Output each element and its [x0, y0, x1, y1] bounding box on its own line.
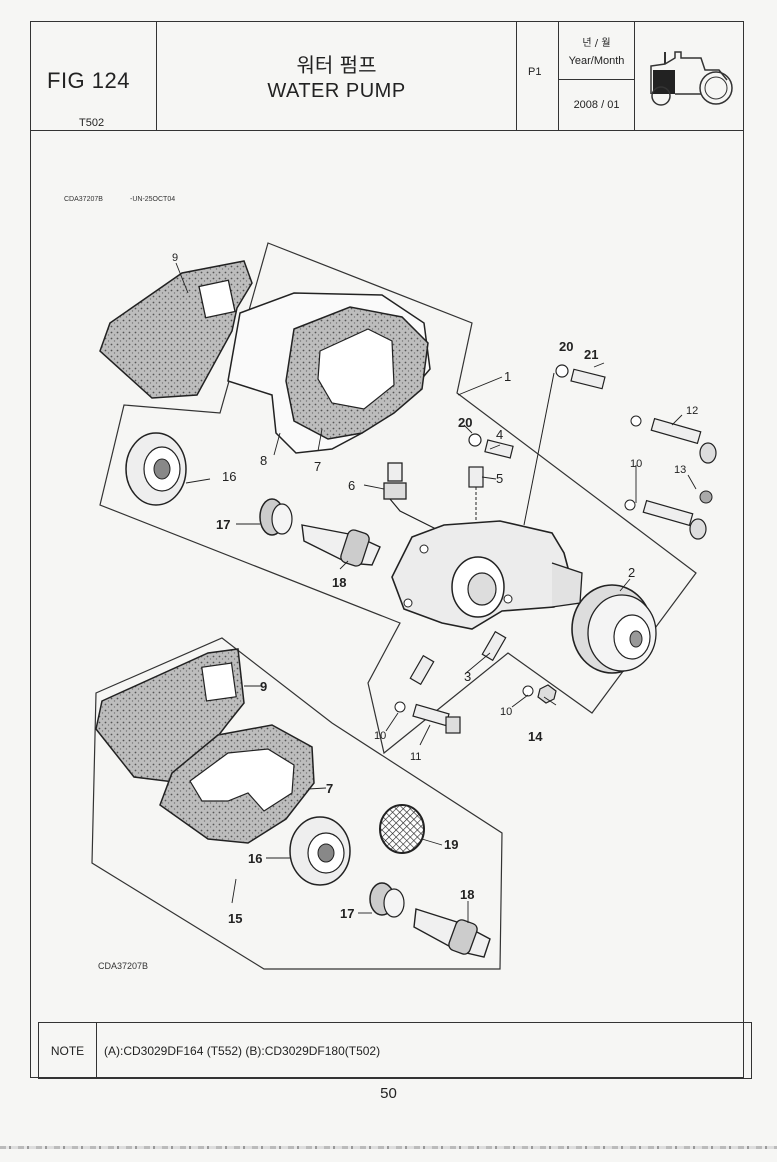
page-code: P1 [528, 66, 542, 78]
diagram-code-bottom: CDA37207B [98, 961, 148, 971]
shaft-18-lower [413, 908, 491, 958]
callout-17-lower: 17 [340, 906, 354, 921]
bolt-21 [523, 364, 606, 526]
callout-15: 15 [228, 911, 242, 926]
assembly-outline-upper [99, 242, 697, 755]
impeller-16-lower [289, 816, 351, 886]
callout-18-lower: 18 [460, 887, 474, 902]
callout-16-lower: 16 [248, 851, 262, 866]
bolt-4 [468, 433, 514, 459]
title-cell: 워터 펌프 WATER PUMP [157, 22, 517, 130]
callout-18-upper: 18 [332, 575, 346, 590]
plug-5 [468, 466, 484, 531]
bolt-12 [630, 415, 717, 464]
figure-number: FIG 124 [47, 68, 130, 93]
impeller-16-upper [125, 432, 187, 506]
exploded-parts-diagram: CDA37207B -UN-25OCT04 [64, 196, 717, 971]
tractor-icon [650, 51, 733, 106]
seal-17-upper [259, 498, 293, 536]
pump-housing [391, 520, 583, 630]
callout-9-upper: 9 [172, 252, 178, 264]
callout-1: 1 [504, 369, 511, 384]
callout-14: 14 [528, 729, 543, 744]
callout-3: 3 [464, 669, 471, 684]
callout-labels: 9 1 2 3 4 5 6 7 8 16 17 18 10 12 13 20 2… [172, 252, 698, 926]
callout-2: 2 [628, 565, 635, 580]
header: FIG 124 T502 워터 펌프 WATER PUMP P1 년 / 월 Y… [30, 21, 744, 131]
date-value: 2008 / 01 [573, 99, 620, 111]
callout-12: 12 [686, 405, 698, 417]
screen-19 [379, 804, 425, 854]
svg-text:-UN-25OCT04: -UN-25OCT04 [130, 196, 175, 203]
callout-16-upper: 16 [222, 469, 236, 484]
date-label-korean: 년 / 월 [582, 38, 611, 49]
callout-10-right-upper: 10 [630, 458, 642, 470]
page-cell: P1 [517, 22, 559, 130]
svg-text:CDA37207B: CDA37207B [64, 196, 103, 203]
shaft-18-upper [301, 524, 381, 567]
model-code: T502 [79, 117, 105, 129]
logo-cell [635, 22, 743, 130]
callout-19: 19 [444, 837, 458, 852]
diagram-code-top: CDA37207B -UN-25OCT04 [64, 196, 175, 203]
callout-20-middle: 20 [458, 415, 472, 430]
page-number: 50 [380, 1085, 397, 1102]
date-cell: 년 / 월 Year/Month 2008 / 01 [559, 22, 635, 130]
callout-4: 4 [496, 427, 503, 442]
callout-21: 21 [584, 347, 598, 362]
callout-17-upper: 17 [216, 517, 230, 532]
callout-10-lower-right: 10 [500, 706, 512, 718]
bolt-11 [394, 701, 461, 734]
callout-10-lower-left: 10 [374, 730, 386, 742]
stud-3 [409, 630, 507, 686]
nut-14 [522, 684, 557, 704]
callout-6: 6 [348, 478, 355, 493]
date-label-english: Year/Month [568, 55, 625, 67]
figure-cell: FIG 124 T502 [31, 22, 157, 130]
bolt-13 [624, 490, 713, 540]
callout-9-lower: 9 [260, 679, 267, 694]
scan-artifact [0, 1146, 777, 1149]
leader-lines [175, 262, 697, 923]
callout-8: 8 [260, 453, 267, 468]
callout-20-top: 20 [559, 339, 573, 354]
callout-11: 11 [410, 751, 421, 763]
note-text: (A):CD3029DF164 (T552) (B):CD3029DF180(T… [104, 1043, 381, 1058]
callout-13: 13 [674, 464, 686, 476]
fitting-6 [383, 462, 445, 534]
callout-7-lower: 7 [326, 781, 333, 796]
note-label: NOTE [39, 1023, 97, 1078]
seal-17-lower [369, 882, 405, 918]
kit-outline-lower [91, 637, 503, 970]
pulley-2 [571, 584, 657, 674]
title-english: WATER PUMP [267, 80, 406, 102]
callout-7-upper: 7 [314, 459, 321, 474]
title-korean: 워터 펌프 [296, 53, 377, 77]
note-row: NOTE (A):CD3029DF164 (T552) (B):CD3029DF… [38, 1022, 752, 1079]
callout-5: 5 [496, 471, 503, 486]
